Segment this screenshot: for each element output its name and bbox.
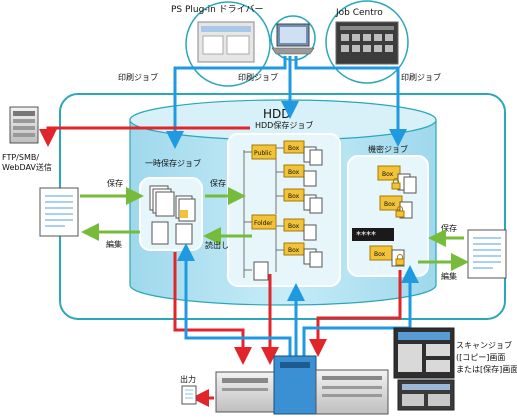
document-icon-right xyxy=(467,229,507,279)
document-icon-output xyxy=(181,385,197,405)
edit-right-label: 編集 xyxy=(441,271,457,281)
scan-label-line1: スキャンジョブ xyxy=(456,340,512,350)
box-text-8: Box xyxy=(374,251,386,258)
save-right-label: 保存 xyxy=(441,223,457,233)
scan-control-panel xyxy=(393,327,455,411)
ps-driver-label: PS Plug-in ドライバー xyxy=(171,4,263,15)
output-label: 出力 xyxy=(180,374,196,384)
box-text-5: Box xyxy=(288,247,300,254)
printer-icon xyxy=(9,106,39,144)
hdd-save-label: HDD保存ジョブ xyxy=(255,120,313,130)
print-job-label-center: 印刷ジョブ xyxy=(238,72,278,82)
box-row-1: Box Box Box xyxy=(283,140,323,214)
password-field xyxy=(352,228,394,241)
print-job-arrows xyxy=(166,56,407,149)
folder-icon-2: Folder xyxy=(251,214,277,230)
save-left-label: 保存 xyxy=(107,178,123,188)
folder-tree xyxy=(243,147,284,278)
scan-return-arrows xyxy=(177,243,419,356)
scan-label-line2: ([コピー]画面 xyxy=(456,353,505,362)
job-centro-label: Job Centro xyxy=(335,8,383,18)
box-text-3: Box xyxy=(288,193,300,200)
ftp-label-line2: WebDAV送信 xyxy=(2,162,52,172)
box-text-6: Box xyxy=(382,171,394,178)
box-text-4: Box xyxy=(288,223,300,230)
laptop-icon xyxy=(270,15,316,61)
box-text-1: Box xyxy=(288,145,300,152)
temp-save-label: 一時保存ジョブ xyxy=(145,158,201,168)
secure-job-label: 機密ジョブ xyxy=(368,144,408,154)
box-row-2: Box Box xyxy=(283,218,323,268)
save-mid-label: 保存 xyxy=(210,178,226,188)
ftp-label-line1: FTP/SMB/ xyxy=(2,153,39,162)
document-icon xyxy=(39,187,79,237)
folder-folder-text: Folder xyxy=(254,220,273,227)
lock-icon xyxy=(391,178,405,266)
print-job-label-left: 印刷ジョブ xyxy=(118,72,158,82)
temp-save-documents xyxy=(149,185,196,245)
green-arrows xyxy=(80,187,469,271)
box-text-7: Box xyxy=(384,201,396,208)
read-out-label: 読出し xyxy=(205,240,229,250)
red-arrows xyxy=(39,126,402,407)
production-printer xyxy=(215,355,389,415)
hdd-label: HDD xyxy=(263,107,291,121)
print-job-label-right: 印刷ジョブ xyxy=(401,72,441,82)
hdd-save-panel xyxy=(227,133,341,287)
box-text-2: Box xyxy=(288,169,300,176)
folder-icon: Public xyxy=(251,144,277,160)
job-centro-bubble xyxy=(325,0,409,84)
hdd-save-document xyxy=(253,261,269,281)
edit-left-label: 編集 xyxy=(106,239,122,249)
ps-driver-bubble xyxy=(185,1,271,87)
password-mask: **** xyxy=(356,230,376,241)
scan-label-line3: または[保存]画面) xyxy=(456,364,517,374)
folder-public-text: Public xyxy=(254,150,272,157)
secure-boxes: Box Box Box xyxy=(369,165,417,267)
